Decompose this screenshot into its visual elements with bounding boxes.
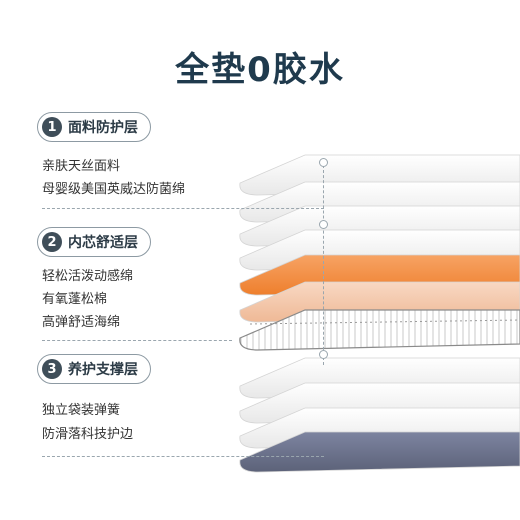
guide-line xyxy=(42,456,324,457)
section-2-item: 高弹舒适海绵 xyxy=(42,315,121,330)
section-3-item: 防滑落科技护边 xyxy=(42,427,134,442)
section-2-item: 轻松活泼动感绵 xyxy=(42,269,134,284)
layer-spring-edge xyxy=(239,309,520,351)
section-2-badge: 2 内芯舒适层 xyxy=(37,227,151,257)
section-3-label: 养护支撑层 xyxy=(68,362,138,378)
section-1-badge: 1 面料防护层 xyxy=(37,112,151,142)
section-1-item: 亲肤天丝面料 xyxy=(42,159,121,174)
section-1-item: 母婴级美国英威达防菌绵 xyxy=(42,182,186,197)
section-3-badge: 3 养护支撑层 xyxy=(37,354,151,384)
layer-base xyxy=(239,431,520,473)
vertical-guide xyxy=(323,165,324,365)
section-2-label: 内芯舒适层 xyxy=(68,235,138,251)
guide-node xyxy=(319,158,328,167)
section-3-item: 独立袋装弹簧 xyxy=(42,403,121,418)
guide-node xyxy=(319,350,328,359)
spring-pocket-line xyxy=(249,319,520,325)
guide-line xyxy=(42,208,324,209)
page-title: 全垫0胶水 xyxy=(175,50,345,90)
guide-node xyxy=(319,220,328,229)
number-icon: 1 xyxy=(42,117,62,137)
section-2-item: 有氧蓬松棉 xyxy=(42,292,108,307)
number-icon: 2 xyxy=(42,232,62,252)
section-1-label: 面料防护层 xyxy=(68,120,138,136)
number-icon: 3 xyxy=(42,359,62,379)
guide-line xyxy=(42,340,232,341)
